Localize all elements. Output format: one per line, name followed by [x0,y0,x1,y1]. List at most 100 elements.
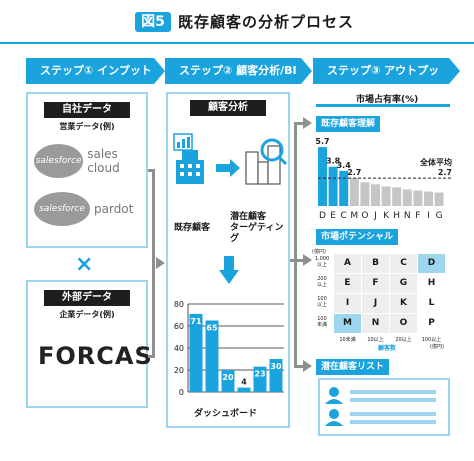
bar-value-label: 30 [270,362,282,371]
bar-value-label: 3.4 [337,161,352,170]
step-3-banner: ステップ③ アウトプット [313,58,460,103]
step-1-label: ステップ① インプット [40,64,152,77]
y-tick-label: 0 [179,388,184,397]
arrow-right-icon [303,360,312,372]
list-line [350,390,436,394]
category-label: E [330,211,336,221]
external-data-subtitle: 企業データ(例) [59,310,115,319]
building-icon [176,150,204,184]
bar [413,190,423,206]
category-label: C [341,211,347,221]
analysis-header: 顧客分析 [190,100,266,116]
arrow-right-icon [216,159,240,177]
market-share-rule [316,104,450,107]
user-icon [325,409,343,426]
salesforce-logo-icon: salesforce [34,192,90,226]
bar-chart-icon [173,133,193,151]
bar [360,182,370,206]
external-data-panel: 外部データ 企業データ(例) FORCAS [26,280,152,408]
potential-list-card [318,378,450,436]
y-tick-label: 60 [174,322,184,331]
y-tick-label: 20 [174,366,184,375]
category-label: N [404,211,411,221]
potential-market-tag: 市場ポテンシャル [316,229,399,245]
user-icon [325,387,343,404]
bar-value-label: 3.8 [326,157,341,166]
grid-cell: F [362,274,389,293]
list-line [350,420,436,424]
customer-icons [173,133,288,185]
figure-title: 既存顧客の分析プロセス [178,13,355,31]
external-data-header: 外部データ [44,290,130,306]
title-rule [0,42,474,44]
list-line [350,412,436,416]
forcas-logo: FORCAS [38,342,153,370]
category-label: O [361,211,368,221]
magnifier-icon [260,138,288,166]
x-axis-label: 20以上 [395,337,412,343]
bar-value-label: 65 [206,324,218,333]
category-label: K [383,211,390,221]
bar [381,186,391,206]
grid-cell: J [362,294,389,313]
bar [221,370,235,392]
bar [349,178,359,206]
potential-list-tag: 潜在顧客リスト [316,359,390,375]
bar-value-label: 2.7 [347,168,361,177]
list-line [350,398,436,402]
bar [392,187,402,206]
own-data-subtitle: 営業データ(例) [59,122,115,131]
arrow-right-icon [303,254,312,266]
bar [328,166,338,206]
x-unit-label: (億円) [430,344,444,350]
own-data-panel: 自社データ 営業データ(例) salesforce sales cloud sa… [26,92,148,248]
grid-cell: I [334,294,361,313]
existing-customer-label: 既存顧客 [174,223,211,233]
arrow-right-icon [156,257,165,269]
category-label: J [373,211,377,221]
y-axis-label: 1,000 以上 [314,256,330,268]
sales-cloud-name: sales cloud [87,147,120,175]
bar-value-label: 23 [254,370,265,379]
x-axis-title: 顧客数 [378,345,397,352]
bar [205,320,219,392]
category-label: M [350,211,358,221]
bar [318,147,327,206]
x-axis-label: 10未満 [339,337,356,343]
category-label: G [436,211,443,221]
bar-value-label: 20 [222,373,234,382]
bar [189,313,203,392]
y-axis-label: 200 以上 [316,276,327,288]
bar [253,366,267,392]
y-unit-label: (億円) [312,249,326,255]
grid-cell: P [418,314,445,333]
grid-cell: H [418,274,445,293]
x-axis-label: 100以上 [421,337,442,343]
potential-customer-label: 潜在顧客 ターゲティング [230,212,284,244]
bar-value-label: 71 [190,317,202,326]
bar [434,192,444,206]
bar [269,359,283,392]
category-label: H [393,211,400,221]
grid-cell: E [334,274,361,293]
y-tick-label: 40 [174,344,184,353]
dashboard-label: ダッシュボード [194,409,258,419]
step-3-label: ステップ③ アウトプット [327,64,440,103]
arrow-down-icon [219,256,239,284]
x-axis-label: 10以上 [367,337,384,343]
connector-line [294,122,297,367]
step-1-banner: ステップ① インプット [26,58,165,84]
grid-cell: O [390,314,417,333]
bar [402,189,412,206]
grid-cell: A [334,254,361,273]
buildings-icon [245,145,281,185]
bar-value-label: 4 [241,378,247,387]
bar [339,170,349,206]
pardot-name: pardot [94,202,134,216]
average-value-label: 2.7 [438,168,452,177]
grid-cell: C [390,254,417,273]
bar [237,387,251,392]
